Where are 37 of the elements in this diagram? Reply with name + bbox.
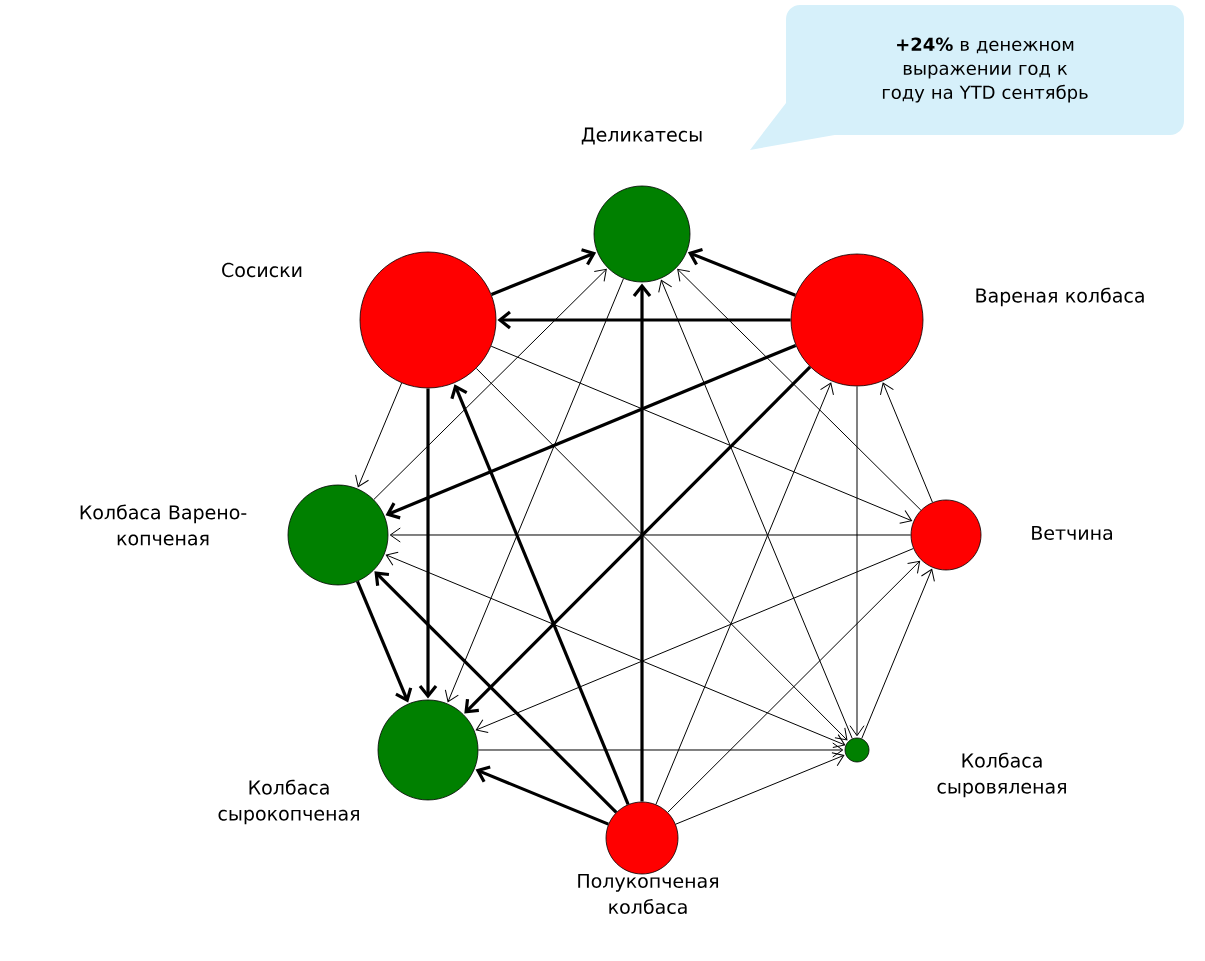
arrow	[385, 551, 846, 749]
node-label: Колбаса сыровяленая	[937, 752, 1066, 798]
arrow	[418, 388, 438, 699]
speech-bubble: +24% в денежном выражении год к году на YTD сентябрь	[750, 5, 1184, 150]
arrow	[444, 278, 624, 703]
arrow	[687, 248, 796, 297]
node-label: Ветчина	[1032, 525, 1112, 541]
arrow	[497, 310, 791, 330]
arrow	[861, 568, 935, 740]
arrow	[389, 527, 912, 543]
arrow	[658, 279, 853, 740]
arrow	[374, 571, 618, 814]
node-label: Колбаса сырокопченая	[218, 779, 359, 825]
arrow	[464, 365, 812, 714]
node-label: Деликатесы	[581, 127, 702, 145]
arrow	[477, 742, 844, 758]
arrow	[475, 765, 609, 826]
arrow	[373, 268, 607, 501]
arrow	[490, 345, 913, 524]
node-label: Вареная колбаса	[976, 287, 1144, 307]
node-label: Колбаса Варено-копченая	[80, 504, 247, 546]
arrow	[450, 384, 630, 805]
node-label: Сосиски	[222, 262, 302, 278]
arrow	[879, 382, 933, 503]
arrow	[667, 560, 921, 813]
arrow	[677, 268, 922, 511]
arrow	[475, 548, 914, 734]
arrow	[849, 385, 865, 737]
arrow	[655, 382, 834, 805]
arrow	[385, 343, 797, 520]
arrow	[356, 580, 413, 703]
arrow	[355, 382, 403, 488]
arrow	[490, 248, 597, 296]
arrow	[632, 283, 652, 802]
arrow	[675, 752, 845, 825]
node-label: Полукопченая колбаса	[578, 873, 719, 915]
arrow	[475, 367, 848, 741]
